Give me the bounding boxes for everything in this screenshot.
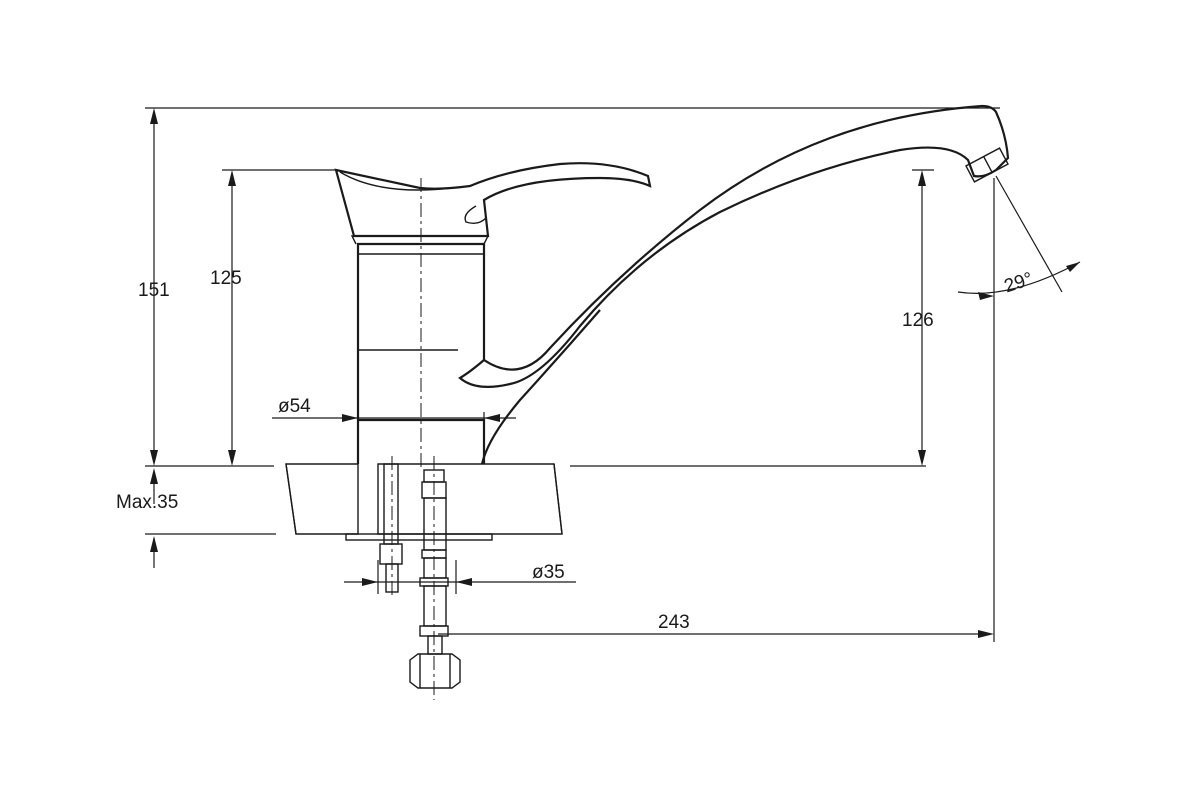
label-max-thickness: Max.35: [116, 492, 178, 513]
countertop-section: [285, 463, 563, 541]
braided-hose: [409, 456, 461, 700]
label-handle-height: 125: [210, 268, 242, 289]
faucet-body: [350, 235, 490, 464]
label-total-height: 151: [138, 280, 170, 301]
label-hole-diameter: ø35: [532, 562, 565, 583]
extension-lines: [145, 107, 1000, 642]
dim-spout-height: [918, 170, 926, 466]
label-spout-angle: 29°: [1002, 269, 1036, 298]
dim-base-diameter: [272, 414, 516, 422]
label-base-diameter: ø54: [278, 396, 311, 417]
dim-hole-diameter: [344, 560, 576, 594]
mounting-stud: [379, 456, 403, 596]
dim-handle-height: [228, 170, 236, 466]
label-spout-height: 126: [902, 310, 934, 331]
label-reach: 243: [658, 612, 690, 633]
dim-max-thickness: [150, 468, 158, 568]
dim-spout-angle: [957, 175, 1081, 300]
dim-reach: [438, 630, 994, 638]
lever-handle[interactable]: [334, 162, 652, 238]
dim-total-height: [150, 108, 158, 466]
spout: [458, 104, 1010, 465]
